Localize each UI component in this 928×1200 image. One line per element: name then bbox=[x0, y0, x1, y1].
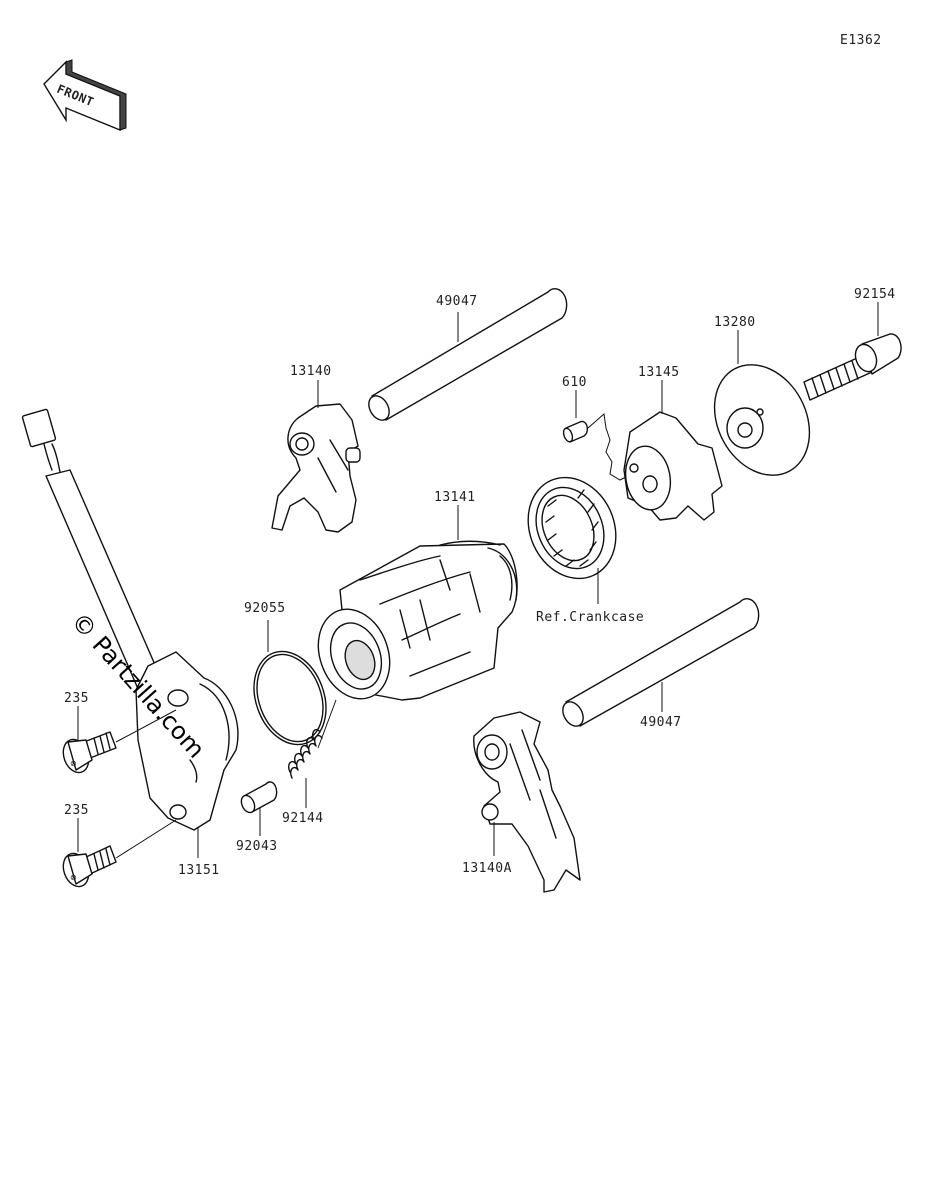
label-ref-crankcase: Ref.Crankcase bbox=[536, 610, 644, 625]
bolt-235-bottom: ⊗ bbox=[62, 845, 117, 888]
svg-text:⊗: ⊗ bbox=[70, 873, 77, 882]
label-13280: 13280 bbox=[714, 315, 756, 330]
label-49047-top: 49047 bbox=[436, 294, 478, 309]
diagram-code: E1362 bbox=[840, 33, 882, 48]
label-92043: 92043 bbox=[236, 839, 278, 854]
label-235-top: 235 bbox=[64, 691, 89, 706]
label-13140: 13140 bbox=[290, 364, 332, 379]
front-arrow-icon: FRONT bbox=[43, 59, 127, 132]
drum-cam-13145 bbox=[623, 411, 723, 521]
label-49047-bottom: 49047 bbox=[640, 715, 682, 730]
label-92144: 92144 bbox=[282, 811, 324, 826]
bolt-92154 bbox=[803, 333, 902, 401]
label-235-bottom: 235 bbox=[64, 803, 89, 818]
shift-fork-13140A bbox=[473, 711, 581, 893]
shift-rod-top bbox=[368, 288, 568, 421]
shift-drum-13141 bbox=[317, 540, 518, 701]
svg-text:⊗: ⊗ bbox=[70, 759, 77, 768]
label-92055: 92055 bbox=[244, 601, 286, 616]
plate-13280 bbox=[713, 364, 811, 476]
neutral-switch-13151 bbox=[21, 408, 239, 831]
bearing-ref-crankcase bbox=[527, 476, 617, 580]
label-610: 610 bbox=[562, 375, 587, 390]
pin-610 bbox=[562, 420, 589, 443]
label-13140A: 13140A bbox=[462, 861, 512, 876]
label-13141: 13141 bbox=[434, 490, 476, 505]
label-92154: 92154 bbox=[854, 287, 896, 302]
label-13145: 13145 bbox=[638, 365, 680, 380]
spring-92144 bbox=[287, 728, 323, 779]
shift-fork-13140 bbox=[271, 403, 361, 533]
pin-92043 bbox=[240, 781, 278, 814]
label-13151: 13151 bbox=[178, 863, 220, 878]
shift-rod-bottom bbox=[562, 598, 760, 727]
bolt-235-top: ⊗ bbox=[62, 731, 117, 774]
